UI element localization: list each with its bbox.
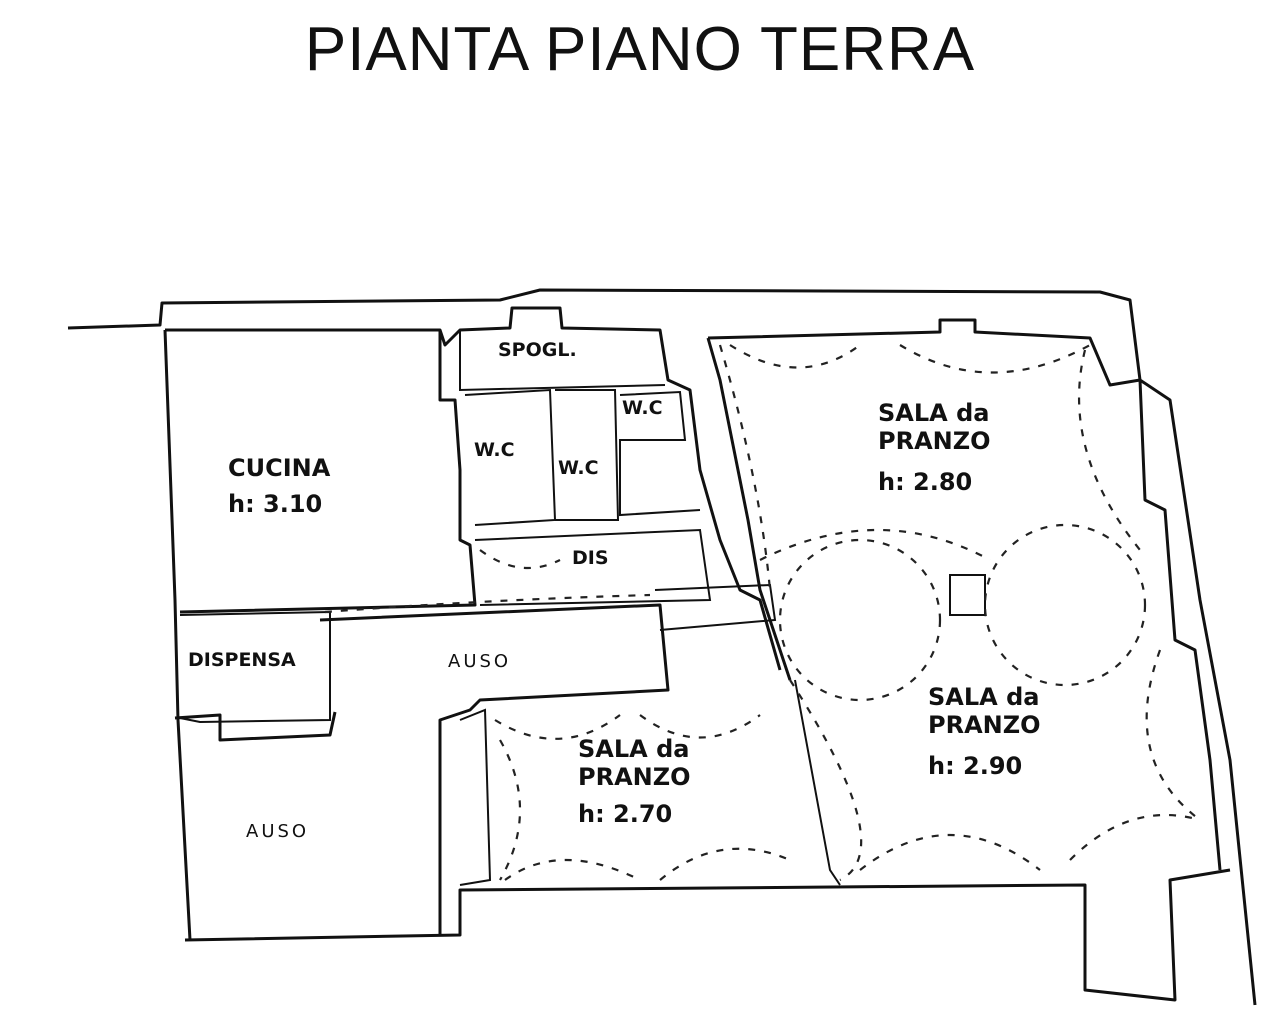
room-label-wc: W.C [558,457,599,479]
room-label-auso: AUSO [448,651,512,672]
inner-left-wall [163,329,192,941]
room-label-sala-3: SALA da PRANZO h: 2.70 [578,735,691,829]
room-label-sala-2: SALA da PRANZO h: 2.90 [928,683,1041,781]
room-name: SALA da [878,399,990,427]
room-label-dispensa: DISPENSA [188,649,296,671]
sala-wall [707,318,1141,387]
room-height: h: 2.90 [928,752,1023,781]
bath-walls [459,330,666,392]
room-name: PRANZO [928,710,1041,739]
room-label-sala-1: SALA da PRANZO h: 2.80 [878,399,991,497]
room-label-auso: AUSO [246,821,310,842]
room-label-wc: W.C [622,397,663,419]
room-label-disimpegno: DIS [572,547,609,569]
outer-wall [67,288,1257,1006]
room-name: PRANZO [878,426,991,455]
room-height: h: 3.10 [228,489,323,518]
room-name: SALA da [928,683,1040,711]
vault-arcs [324,344,1201,881]
cucina-wall [179,330,477,614]
plan-title: PIANTA PIANO TERRA [304,15,976,84]
room-height: h: 2.70 [578,800,673,829]
inner-wall [165,306,782,671]
room-label-spogliatoio: SPOGL. [498,339,577,361]
sala-wall-left [706,337,792,681]
room-label-wc: W.C [474,439,515,461]
room-name: PRANZO [578,762,691,791]
room-name: CUCINA [228,454,331,482]
outer-wall-bottom [184,868,1231,1002]
sala-wall-right [1138,379,1222,871]
room-height: h: 2.80 [878,468,973,497]
room-name: SALA da [578,735,690,763]
room-label-cucina: CUCINA h: 3.10 [228,454,331,518]
